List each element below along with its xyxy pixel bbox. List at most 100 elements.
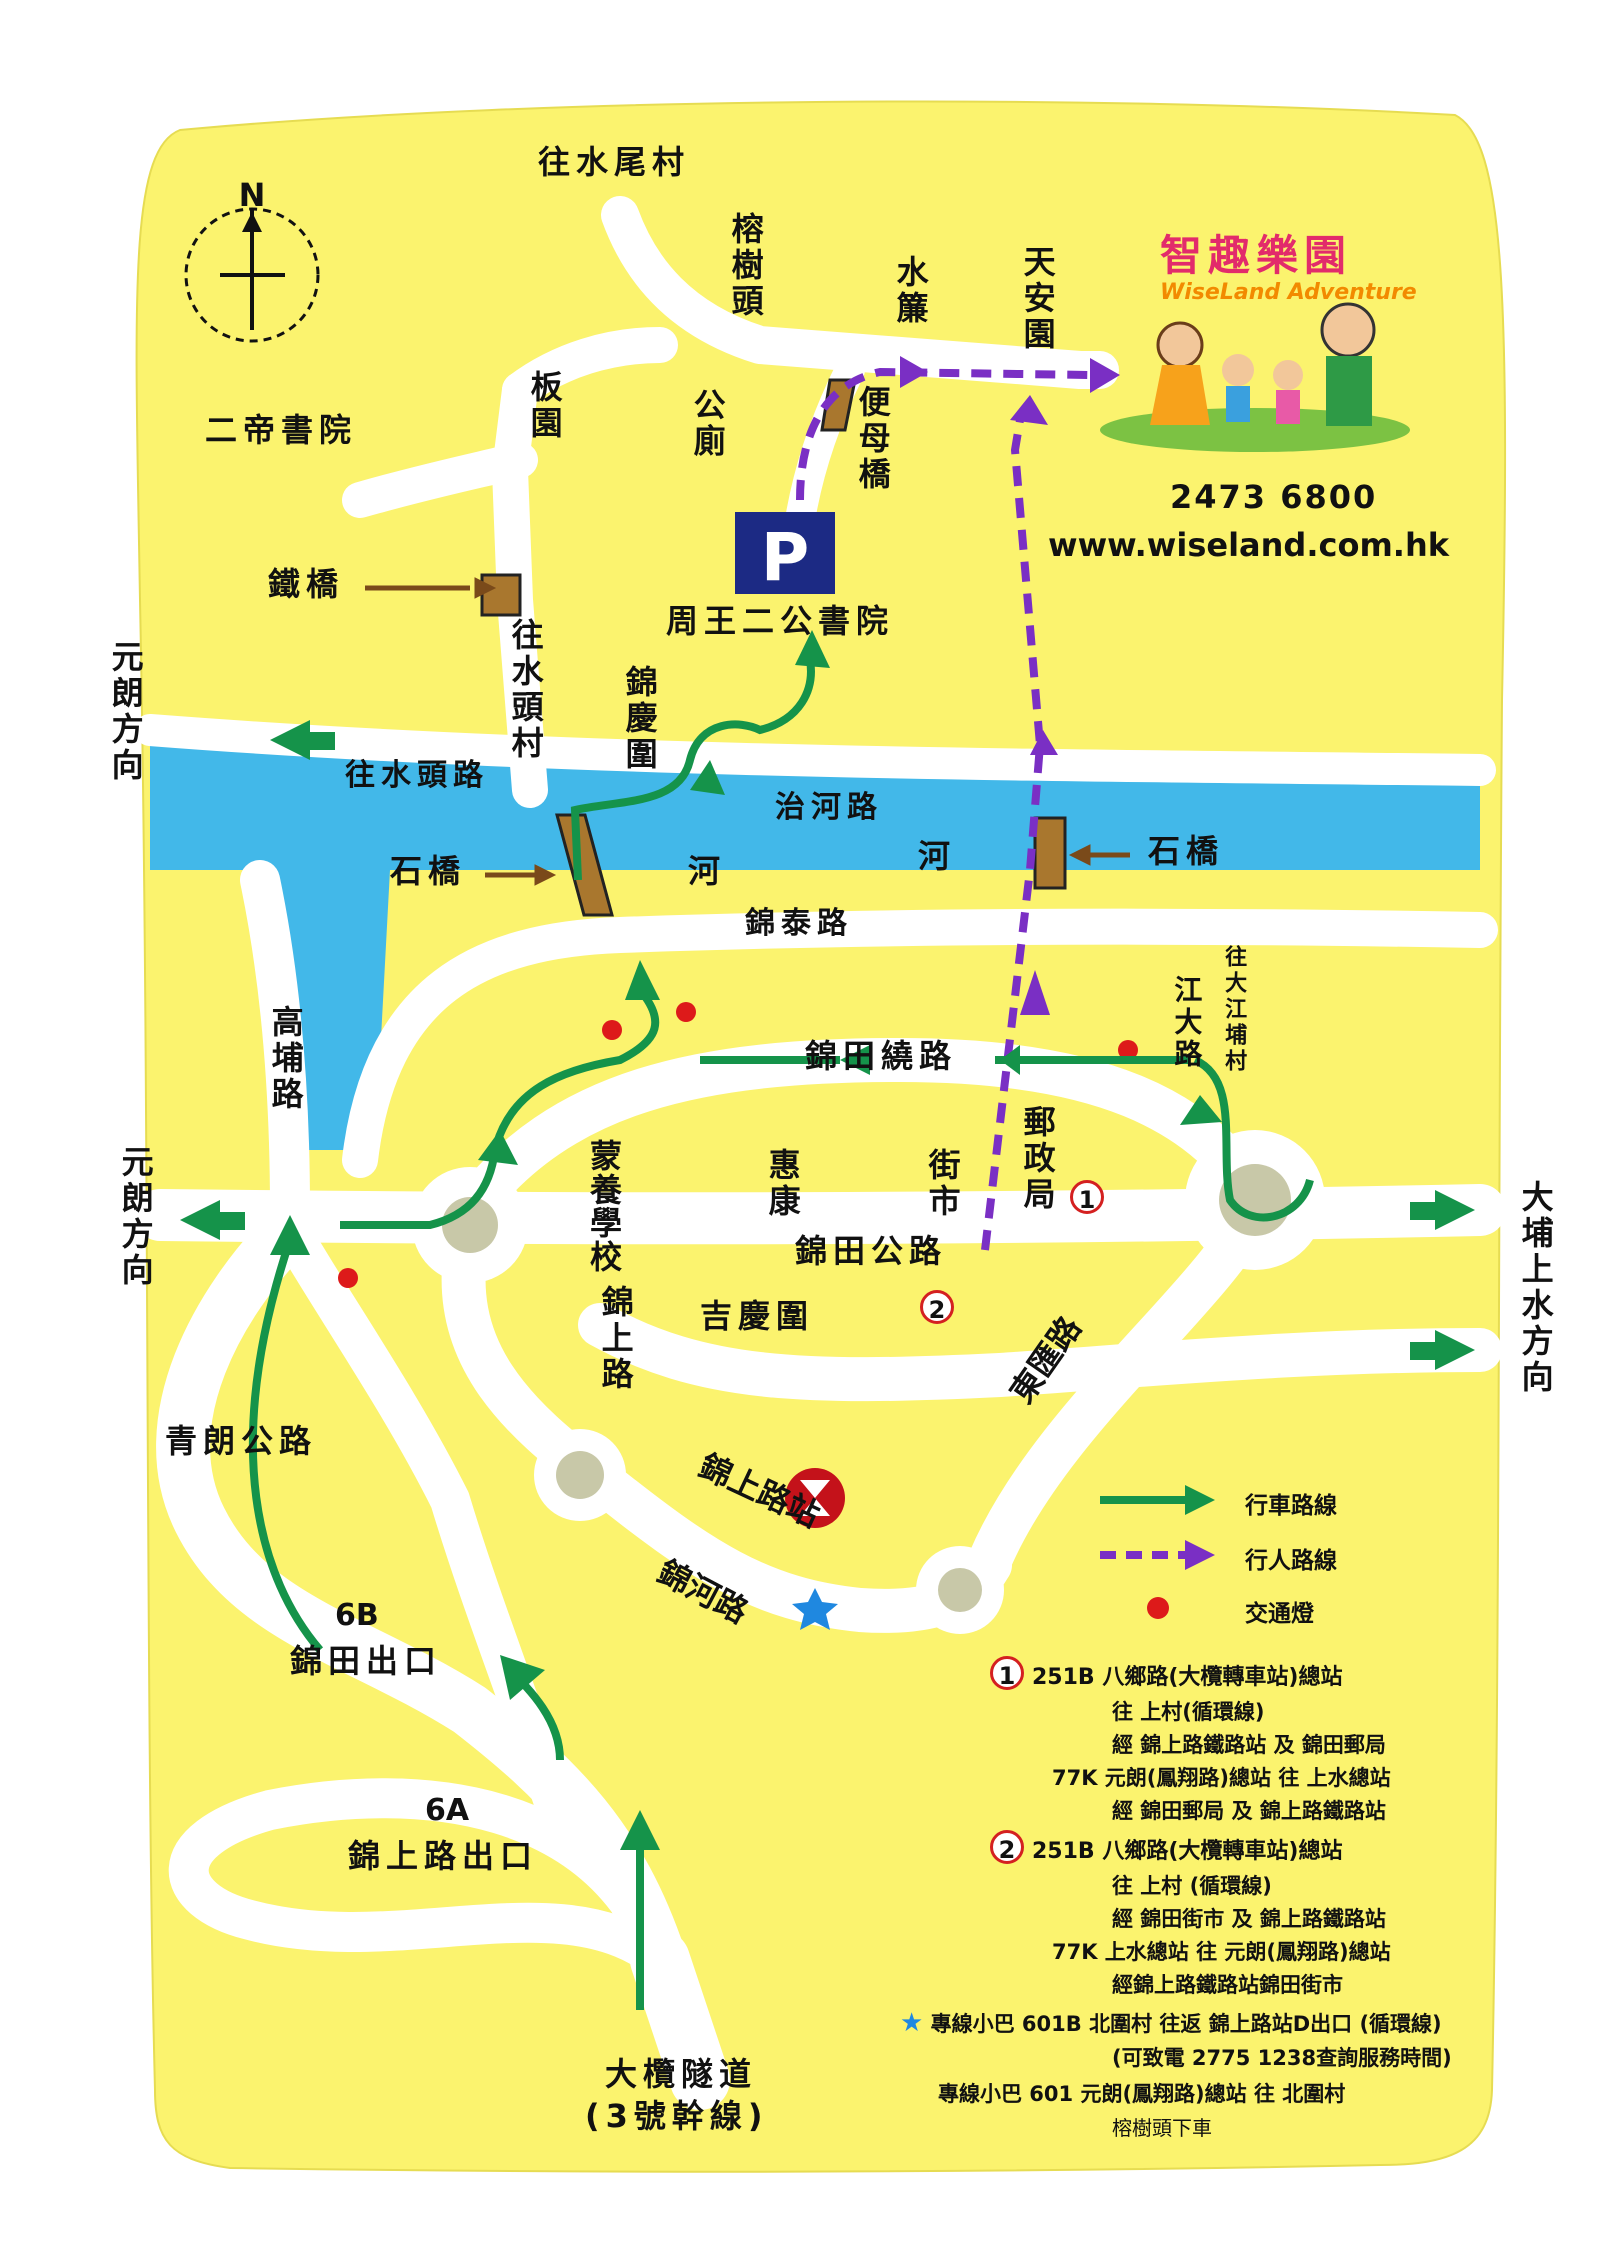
direction-arrow-dapu-1 [1435, 1190, 1475, 1230]
bus-route-2-line2: 往 上村 (循環線) [1112, 1874, 1272, 1898]
label-huikang: 惠康 [763, 1148, 802, 1220]
roundabouts [412, 1130, 1325, 1634]
traffic-light [338, 1268, 358, 1288]
svg-text:N: N [239, 176, 266, 214]
svg-text:P: P [761, 519, 809, 596]
walk-arrow [1010, 395, 1048, 425]
drive-route [248, 659, 1314, 2010]
label-mengyang: 蒙養學校 [590, 1137, 627, 1276]
label-yuanlang-top: 元朗方向 [106, 640, 145, 784]
land-area [135, 100, 1507, 2173]
marker-2: 2 [920, 1290, 954, 1325]
label-jintian-gonglu: 錦田公路 [795, 1232, 948, 1270]
label-exit-6a-number: 6A [425, 1793, 470, 1828]
compass-icon: N [184, 176, 320, 343]
label-jinqing: 錦慶圍 [620, 665, 659, 773]
label-banyuan: 板園 [525, 370, 564, 442]
direction-arrow-dapu-2 [1435, 1330, 1475, 1370]
brand-illustration [1100, 302, 1410, 452]
label-youzheng: 郵政局 [1018, 1105, 1057, 1213]
bus-route-2-line3: 經 錦田街市 及 錦上路鐵路站 [1112, 1907, 1386, 1931]
traffic-light [676, 1002, 696, 1022]
walk-arrow [1030, 730, 1058, 755]
bridge-pointers [365, 577, 1130, 886]
minibus-601b-line2: (可致電 2775 1238查詢服務時間) [1112, 2046, 1452, 2070]
label-gaopu: 高埔路 [266, 1005, 305, 1113]
traffic-light [1118, 1040, 1138, 1060]
brand-name-cn: 智趣樂園 [1160, 231, 1353, 280]
walk-arrow [1020, 970, 1050, 1015]
drive-arrow [478, 1130, 518, 1165]
minibus-601-line2: 榕樹頭下車 [1112, 2116, 1212, 2140]
label-river-1: 河 [688, 852, 721, 890]
label-shuitou-village: 往水頭村 [506, 618, 545, 762]
minibus-601b-line1: ★ 專線小巴 601B 北圍村 往返 錦上路站D出口 (循環線) [900, 2008, 1442, 2038]
bus-route-1-line3: 經 錦上路鐵路站 及 錦田郵局 [1112, 1733, 1386, 1757]
label-zhihe: 治河路 [775, 790, 883, 825]
label-bianmu: 便母橋 [853, 385, 892, 493]
bridges [480, 378, 1067, 917]
brand-website[interactable]: www.wiseland.com.hk [1048, 526, 1449, 564]
label-river-2: 河 [918, 837, 951, 875]
drive-arrow [620, 1810, 660, 1850]
label-rongshutou: 榕樹頭 [726, 212, 765, 320]
label-jiqing: 吉慶圍 [700, 1297, 815, 1335]
drive-arrow [1180, 1095, 1222, 1125]
label-exit-6b: 錦田出口 [290, 1642, 443, 1680]
legend-walk-label: 行人路線 [1245, 1548, 1337, 1574]
drive-arrow [270, 1215, 310, 1255]
star-icon [792, 1588, 838, 1630]
label-zhouwang: 周王二公書院 [666, 602, 895, 640]
label-jinshang-road: 錦上路 [596, 1285, 635, 1393]
label-yuanlang-mid: 元朗方向 [116, 1145, 155, 1289]
minibus-star-icon: ★ [900, 2008, 924, 2038]
bus-route-2-line4: 77K 上水總站 往 元朗(鳳翔路)總站 [1052, 1940, 1391, 1964]
label-shiqiao-left: 石橋 [390, 852, 467, 890]
legend-symbols [1100, 1485, 1215, 1619]
label-qinglang: 青朗公路 [165, 1422, 318, 1460]
label-route3: (3號幹線) [585, 2097, 769, 2135]
label-erdi: 二帝書院 [205, 411, 358, 449]
label-tieqiao: 鐵橋 [268, 565, 345, 603]
direction-arrow-yuanlang-top [270, 720, 310, 760]
brand-phone: 2473 6800 [1170, 478, 1378, 516]
walk-arrow [900, 356, 928, 388]
mtr-logo-icon [785, 1468, 845, 1528]
bus-route-2-line5: 經錦上路鐵路站錦田街市 [1112, 1973, 1343, 1997]
drive-arrow [500, 1655, 545, 1700]
label-shiqiao-right: 石橋 [1148, 832, 1225, 870]
label-gongce: 公廁 [688, 388, 727, 460]
drive-arrow [690, 760, 725, 795]
bus-route-1-line5: 經 錦田郵局 及 錦上路鐵路站 [1112, 1799, 1386, 1823]
label-jintai: 錦泰路 [745, 906, 853, 941]
label-tunnel: 大欖隧道 [605, 2055, 758, 2093]
label-jieshi: 街市 [923, 1148, 962, 1220]
label-shuilian: 水簾 [891, 255, 930, 327]
parking-sign: P [735, 512, 835, 596]
label-tianan: 天安園 [1018, 245, 1057, 353]
label-shuitou-road: 往水頭路 [345, 758, 489, 793]
marker-1: 1 [1070, 1180, 1104, 1215]
traffic-lights [338, 1002, 1138, 1288]
label-dajiangpu: 往大江埔村 [1221, 945, 1247, 1075]
brand-name-en: WiseLand Adventure [1160, 280, 1417, 305]
label-exit-6a: 錦上路出口 [348, 1837, 539, 1875]
bus-route-1-line2: 往 上村(循環線) [1112, 1700, 1265, 1724]
drive-arrow [840, 1045, 870, 1075]
minibus-601-line1: 專線小巴 601 元朗(鳳翔路)總站 往 北圍村 [938, 2082, 1346, 2106]
drive-arrow [1000, 1045, 1020, 1075]
direction-arrow-yuanlang-mid [180, 1200, 220, 1240]
label-shuiwei: 往水尾村 [538, 143, 691, 181]
legend-drive-label: 行車路線 [1245, 1493, 1337, 1519]
walk-route [796, 367, 1091, 1251]
label-dapu: 大埔上水方向 [1516, 1180, 1555, 1396]
legend-light-label: 交通燈 [1245, 1601, 1314, 1627]
drive-arrow [625, 960, 660, 1000]
walk-arrow [1090, 358, 1120, 393]
label-exit-6b-number: 6B [335, 1598, 379, 1633]
label-jintian-loop: 錦田繞路 [805, 1037, 958, 1075]
roads [134, 196, 1506, 2110]
